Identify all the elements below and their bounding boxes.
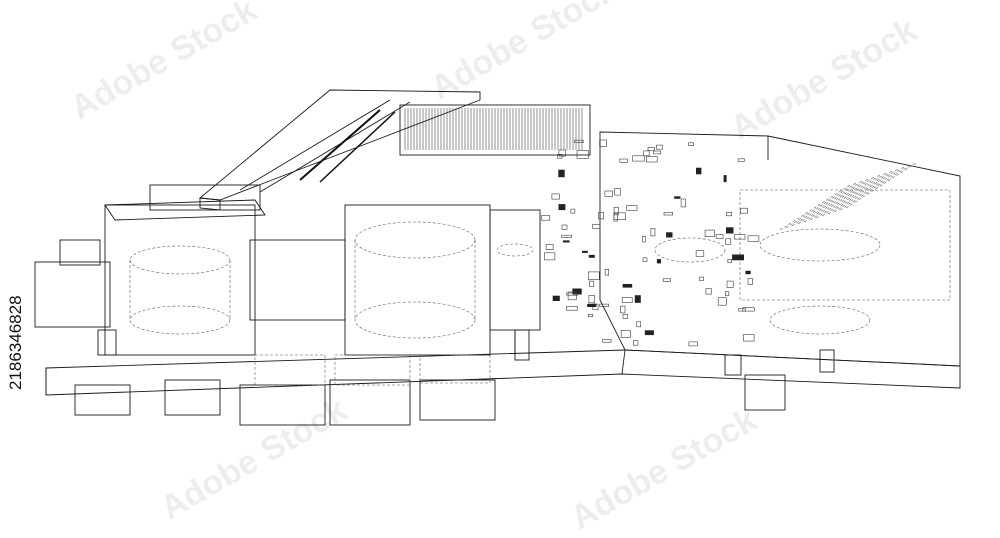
mount-pegs: [97, 329, 835, 376]
connector-bank: [399, 104, 591, 156]
rear-panel: [599, 131, 961, 367]
stock-id-label: 2186346828: [6, 295, 26, 520]
base-board: [45, 349, 961, 396]
slot-rails: [198, 89, 481, 211]
stock-id-text: 2186346828: [6, 295, 25, 390]
chip-array: [541, 139, 760, 347]
left-component-block: [34, 184, 266, 356]
center-component-block: [249, 204, 541, 356]
bottom-connectors: [74, 354, 786, 426]
right-component-block: [654, 162, 951, 335]
circuit-board-wireframe: [34, 89, 961, 426]
